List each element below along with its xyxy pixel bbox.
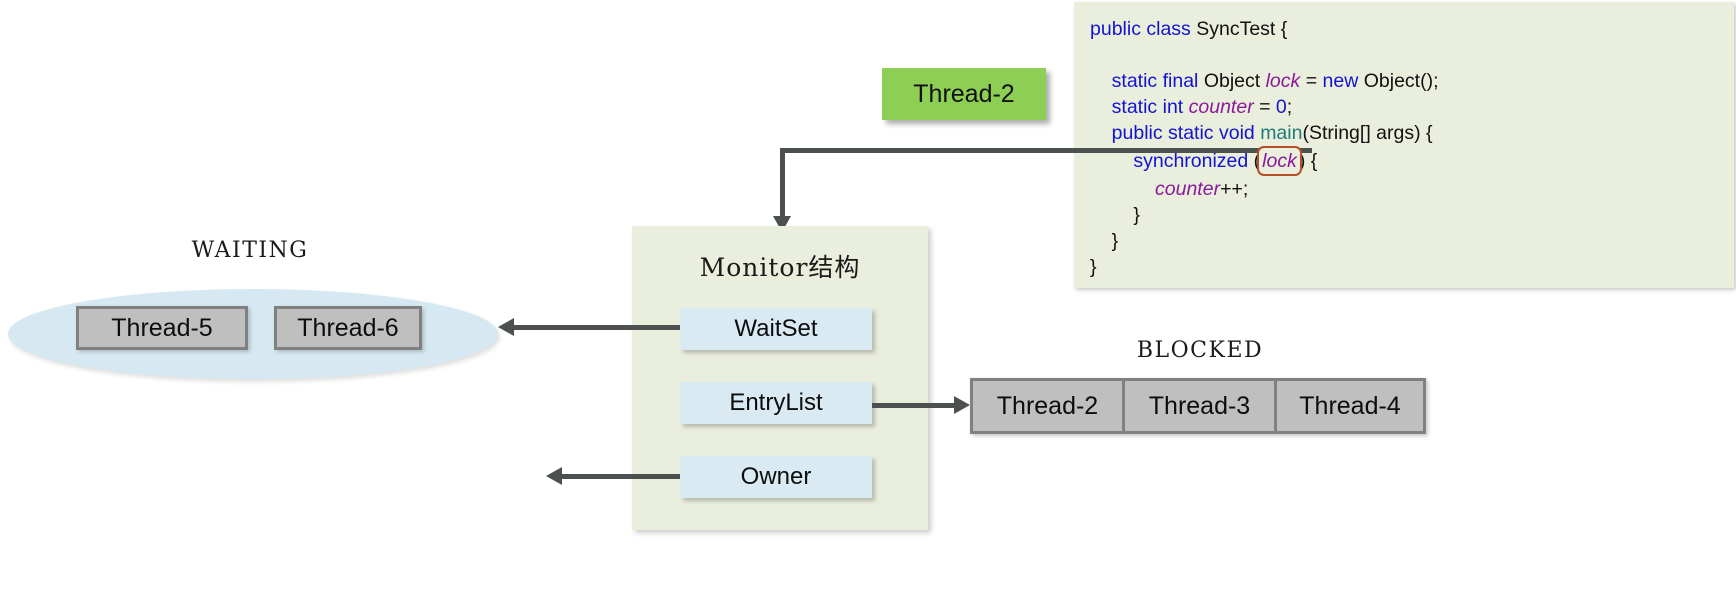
waiting-thread-label-1: Thread-5 — [111, 313, 213, 342]
increment-operator: ++; — [1220, 178, 1249, 200]
paren-close: ) { — [1298, 150, 1318, 172]
blocked-thread-box-3[interactable]: Thread-4 — [1274, 378, 1426, 434]
operator-equals-1: = — [1305, 70, 1318, 92]
waiting-thread-label-2: Thread-6 — [297, 313, 399, 342]
code-line-7: } — [1090, 202, 1734, 228]
keyword-public: public — [1090, 18, 1141, 40]
running-thread-box: Thread-2 — [882, 68, 1046, 120]
object-constructor: Object(); — [1363, 70, 1439, 92]
blocked-thread-label-3: Thread-4 — [1299, 391, 1401, 420]
monitor-slot-owner[interactable]: Owner — [680, 456, 872, 498]
code-to-monitor-hline — [780, 148, 1312, 153]
running-thread-label: Thread-2 — [913, 79, 1015, 108]
blocked-thread-label-2: Thread-3 — [1148, 391, 1251, 420]
keyword-final: final — [1162, 70, 1199, 92]
keyword-void: void — [1218, 122, 1255, 144]
field-counter: counter — [1188, 96, 1254, 118]
field-lock: lock — [1265, 70, 1301, 92]
keyword-class: class — [1146, 18, 1191, 40]
owner-label: Owner — [740, 463, 812, 490]
type-object-1: Object — [1203, 70, 1261, 92]
waitset-to-waiting-line — [514, 325, 680, 330]
code-line-9: } — [1090, 254, 1734, 280]
monitor-panel: Monitor结构 WaitSet EntryList Owner — [632, 226, 928, 530]
literal-zero: 0 — [1275, 96, 1287, 118]
brace-close-1: } — [1133, 204, 1140, 226]
blocked-thread-box-1[interactable]: Thread-2 — [970, 378, 1122, 434]
owner-out-line — [562, 474, 680, 479]
monitor-slot-entrylist[interactable]: EntryList — [680, 382, 872, 424]
keyword-new: new — [1322, 70, 1359, 92]
code-line-2: static final Object lock = new Object(); — [1090, 68, 1734, 94]
classname-synctest: SyncTest — [1196, 18, 1276, 40]
code-panel: public class SyncTest { static final Obj… — [1074, 2, 1734, 288]
owner-out-arrowhead — [546, 467, 562, 485]
blocked-thread-label-1: Thread-2 — [996, 391, 1099, 420]
keyword-static-2: static — [1111, 96, 1158, 118]
waitset-to-waiting-arrowhead — [498, 318, 514, 336]
expr-counter: counter — [1155, 178, 1221, 200]
brace-open-1: { — [1280, 18, 1288, 40]
lock-highlight-box: lock — [1257, 146, 1302, 176]
main-args: (String[] args) { — [1302, 122, 1433, 144]
blocked-queue: Thread-2 Thread-3 Thread-4 — [970, 378, 1426, 434]
method-main: main — [1260, 122, 1303, 144]
semicolon-1: ; — [1286, 96, 1293, 118]
code-line-5: synchronized (lock) { — [1090, 146, 1734, 176]
monitor-slot-waitset[interactable]: WaitSet — [680, 308, 872, 350]
waiting-group-label: WAITING — [191, 238, 309, 263]
waiting-thread-box-1[interactable]: Thread-5 — [76, 306, 248, 350]
waiting-thread-box-2[interactable]: Thread-6 — [274, 306, 422, 350]
blocked-group-label: BLOCKED — [1136, 338, 1264, 363]
code-line-8: } — [1090, 228, 1734, 254]
operator-equals-2: = — [1259, 96, 1271, 118]
brace-close-2: } — [1111, 230, 1119, 252]
brace-close-3: } — [1090, 256, 1097, 278]
entrylist-label: EntryList — [729, 389, 823, 416]
entrylist-to-blocked-line — [872, 403, 954, 408]
paren-open: ( — [1254, 150, 1261, 172]
entrylist-to-blocked-arrowhead — [954, 396, 970, 414]
monitor-title: Monitor结构 — [699, 253, 861, 282]
code-line-4: public static void main(String[] args) { — [1090, 120, 1734, 146]
keyword-synchronized: synchronized — [1133, 150, 1249, 172]
keyword-int: int — [1162, 96, 1184, 118]
code-line-6: counter++; — [1090, 176, 1734, 202]
code-line-blank — [1090, 42, 1734, 68]
code-line-3: static int counter = 0; — [1090, 94, 1734, 120]
blocked-thread-box-2[interactable]: Thread-3 — [1122, 378, 1274, 434]
code-to-monitor-vline — [780, 148, 785, 220]
keyword-static-3: static — [1168, 122, 1214, 144]
code-line-1: public class SyncTest { — [1090, 16, 1734, 42]
keyword-public-2: public — [1111, 122, 1163, 144]
waitset-label: WaitSet — [734, 315, 818, 342]
keyword-static-1: static — [1111, 70, 1158, 92]
